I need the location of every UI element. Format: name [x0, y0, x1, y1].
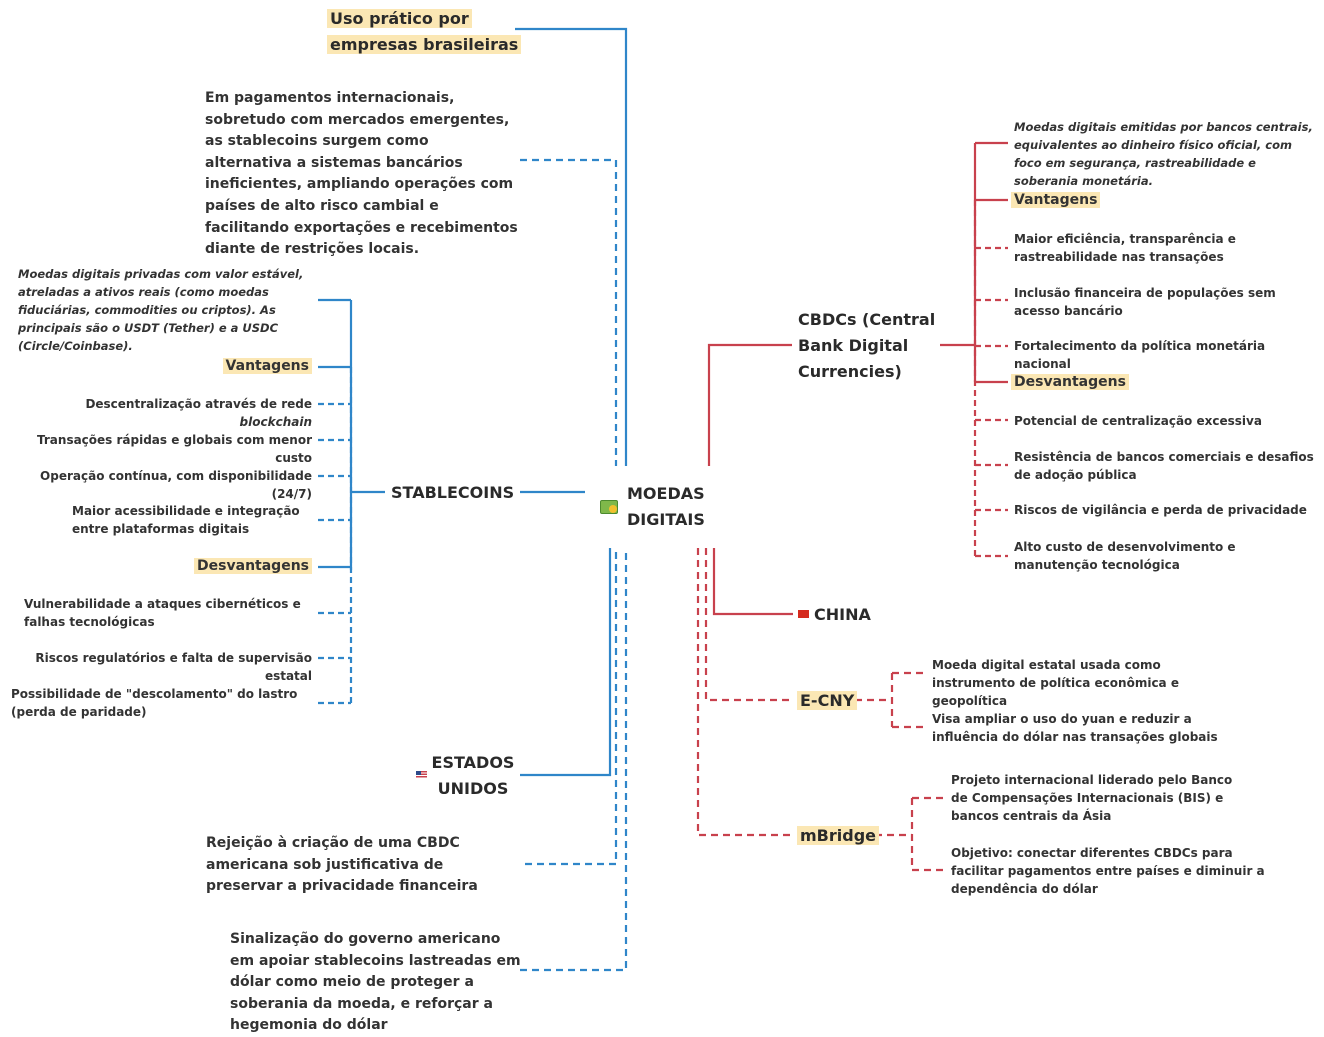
cbdc-dis3: Riscos de vigilância e perda de privacid…	[1014, 503, 1307, 517]
money-coin-icon	[609, 505, 617, 513]
line-top-paragraph	[520, 158, 618, 470]
line-usa-main	[520, 545, 612, 777]
stablecoins-description: Moedas digitais privadas com valor estáv…	[18, 267, 304, 353]
central-title: MOEDAS DIGITAIS	[627, 484, 705, 529]
stablecoins-vantagens-label: Vantagens	[200, 356, 312, 377]
china-label[interactable]: CHINA	[814, 605, 871, 624]
stablecoins-dis2: Riscos regulatórios e falta de supervisã…	[35, 651, 312, 683]
us-flag-icon	[416, 771, 427, 779]
top-heading: Uso prático por empresas brasileiras	[327, 6, 522, 58]
stablecoins-adv2: Transações rápidas e globais com menor c…	[37, 433, 312, 465]
cbdc-adv1: Maior eficiência, transparência e rastre…	[1014, 232, 1236, 264]
stablecoins-desvantagens-label: Desvantagens	[150, 556, 312, 577]
stablecoins-adv3: Operação contínua, com disponibilidade (…	[40, 469, 312, 501]
china-flag-icon	[798, 610, 809, 618]
connector-lines	[318, 27, 1008, 972]
stablecoins-dis1: Vulnerabilidade a ataques cibernéticos e…	[24, 597, 301, 629]
ecny-item2: Visa ampliar o uso do yuan e reduzir a i…	[932, 712, 1218, 744]
stablecoins-adv1: Descentralização através de rede blockch…	[85, 397, 312, 429]
line-top-heading	[515, 27, 628, 470]
usa-label[interactable]: ESTADOS UNIDOS	[431, 753, 515, 798]
cbdc-dis4: Alto custo de desenvolvimento e manutenç…	[1014, 540, 1236, 572]
cbdc-dis2: Resistência de bancos comerciais e desaf…	[1014, 450, 1314, 482]
cbdc-desvantagens-label: Desvantagens	[1011, 372, 1129, 393]
line-usa-item2	[520, 545, 628, 972]
stablecoins-dis3: Possibilidade de "descolamento" do lastr…	[11, 687, 298, 719]
cbdc-vantagens-label: Vantagens	[1011, 190, 1101, 211]
usa-item1: Rejeição à criação de uma CBDC americana…	[206, 835, 478, 894]
line-usa-item1	[525, 545, 618, 866]
cbdc-adv2: Inclusão financeira de populações sem ac…	[1014, 286, 1276, 318]
usa-item2: Sinalização do governo americano em apoi…	[230, 931, 521, 1033]
cbdc-dis1: Potencial de centralização excessiva	[1014, 414, 1262, 428]
line-cbdc-main	[707, 343, 792, 466]
stablecoins-label[interactable]: STABLECOINS	[391, 483, 515, 502]
ecny-item1: Moeda digital estatal usada como instrum…	[932, 658, 1179, 708]
mbridge-item1: Projeto internacional liderado pelo Banc…	[951, 773, 1233, 823]
line-ecny	[704, 548, 792, 702]
cbdc-description: Moedas digitais emitidas por bancos cent…	[1014, 120, 1313, 188]
ecny-label[interactable]: E-CNY	[797, 688, 858, 714]
mbridge-item2: Objetivo: conectar diferentes CBDCs para…	[951, 846, 1265, 896]
top-paragraph: Em pagamentos internacionais, sobretudo …	[205, 90, 518, 258]
cbdc-adv3: Fortalecimento da política monetária nac…	[1014, 339, 1266, 371]
mbridge-label[interactable]: mBridge	[797, 823, 879, 849]
stablecoins-adv4: Maior acessibilidade e integração entre …	[72, 504, 300, 536]
cbdc-label[interactable]: CBDCs (Central Bank Digital Currencies)	[798, 310, 936, 381]
line-mbridge	[696, 548, 792, 837]
line-china	[712, 548, 793, 616]
